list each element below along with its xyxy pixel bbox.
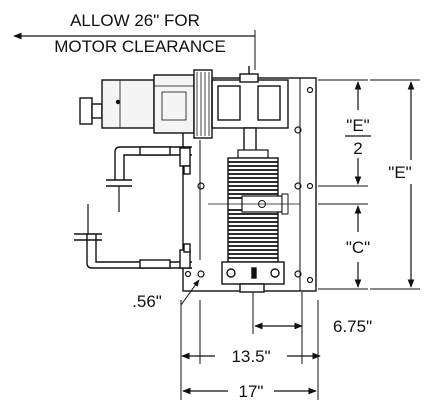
allowance-text-line2: MOTOR CLEARANCE <box>54 37 226 56</box>
dimension-e: "E" <box>370 79 420 290</box>
allowance-text-line1: ALLOW 26" FOR <box>70 11 200 30</box>
dimension-675: 6.75" <box>252 292 372 336</box>
label-e: "E" <box>388 163 411 182</box>
label-17: 17" <box>239 382 264 401</box>
label-056: .56" <box>132 292 162 311</box>
dimension-e-half: "E" 2 <box>318 79 371 187</box>
label-e-half-numerator: "E" <box>346 116 369 135</box>
drum-assembly <box>208 149 300 263</box>
motor <box>79 69 213 139</box>
dimension-c: "C" <box>318 203 370 290</box>
dimension-17: 17" <box>180 300 319 401</box>
label-135: 13.5" <box>231 347 270 366</box>
label-c: "C" <box>346 238 370 257</box>
motor-clearance-note: ALLOW 26" FOR MOTOR CLEARANCE <box>13 11 256 70</box>
dimension-056: .56" <box>132 279 200 311</box>
label-675: 6.75" <box>333 317 372 336</box>
bearing-block <box>221 261 285 293</box>
gearbox <box>211 66 289 153</box>
dimension-135: 13.5" <box>181 292 321 366</box>
label-e-half-denominator: 2 <box>353 139 362 158</box>
linkage-arm <box>74 146 192 269</box>
